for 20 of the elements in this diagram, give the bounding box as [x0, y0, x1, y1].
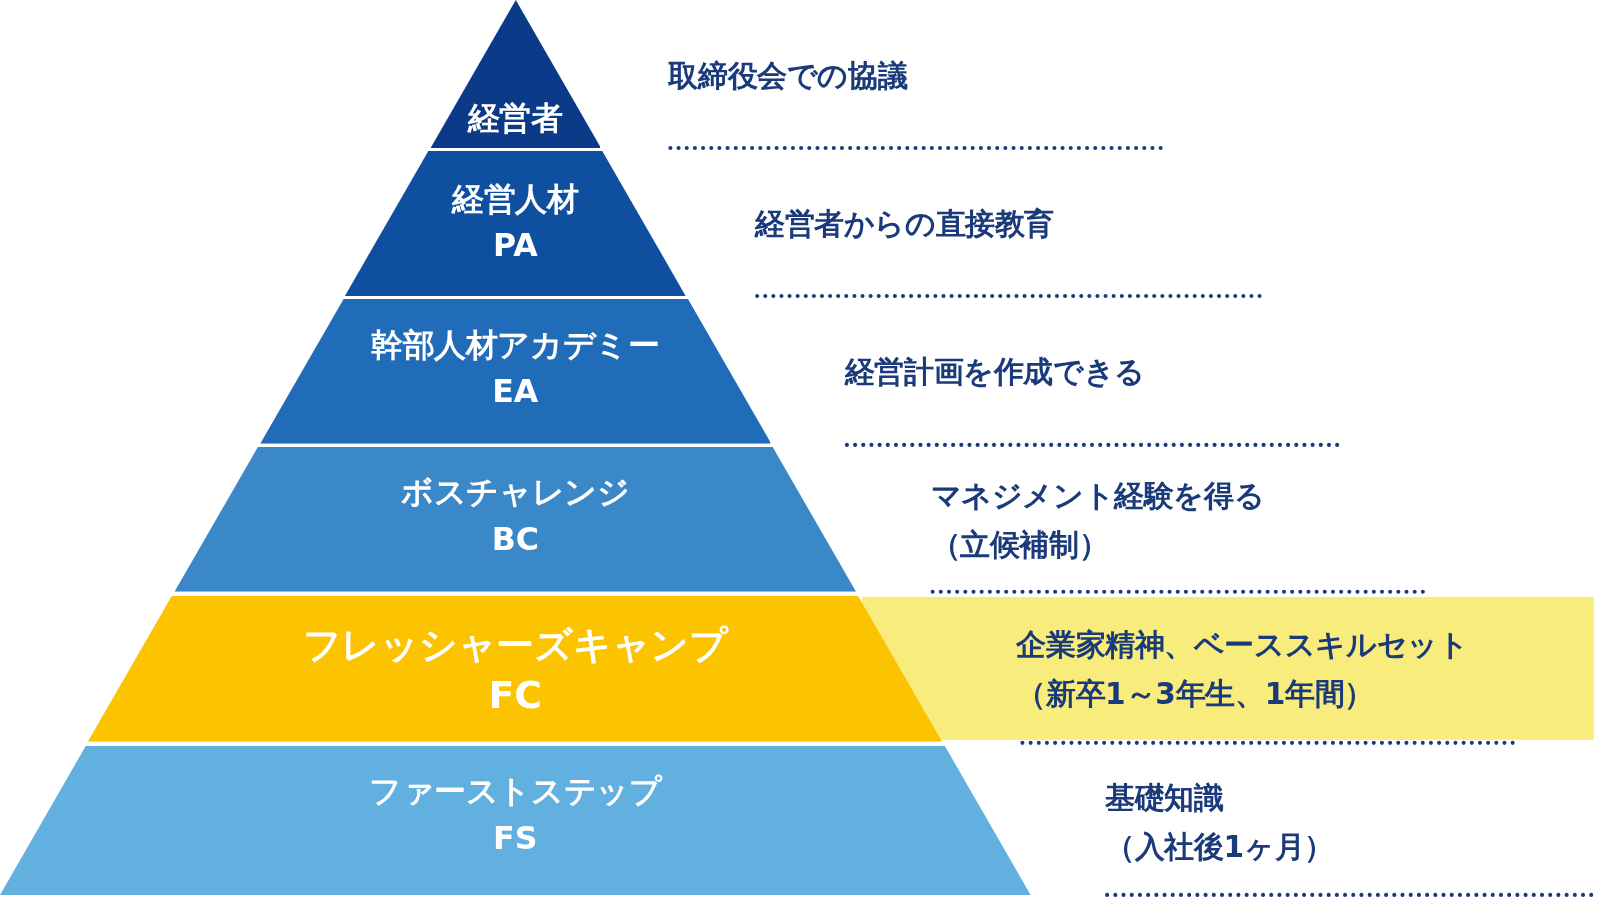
- tier-title: 経営者: [466, 98, 564, 138]
- tier-title: 幹部人材アカデミー: [369, 325, 661, 366]
- tier-title: ボスチャレンジ: [400, 472, 631, 513]
- tier-title: ファーストステップ: [367, 771, 664, 812]
- note-text: （立候補制）: [930, 526, 1110, 565]
- tier-code: FS: [492, 819, 539, 857]
- tier-code: BC: [490, 520, 540, 558]
- description-text: 基礎知識: [1105, 779, 1225, 818]
- description-text: マネジメント経験を得る: [930, 477, 1265, 516]
- tier-code: FC: [487, 673, 544, 718]
- tier-title: 経営人材: [450, 179, 580, 220]
- note-text: （新卒1～3年生、1年間）: [1016, 675, 1375, 714]
- description-text: 経営者からの直接教育: [755, 205, 1055, 243]
- description-text: 取締役会での協議: [668, 57, 908, 95]
- description-text: 経営計画を作成できる: [844, 353, 1145, 391]
- tier-code: EA: [491, 372, 540, 410]
- description-text: 企業家精神、ベーススキルセット: [1016, 626, 1469, 665]
- tier-title: フレッシャーズキャンプ: [301, 622, 730, 670]
- note-text: （入社後1ヶ月）: [1105, 828, 1334, 867]
- tier-code: PA: [491, 226, 539, 264]
